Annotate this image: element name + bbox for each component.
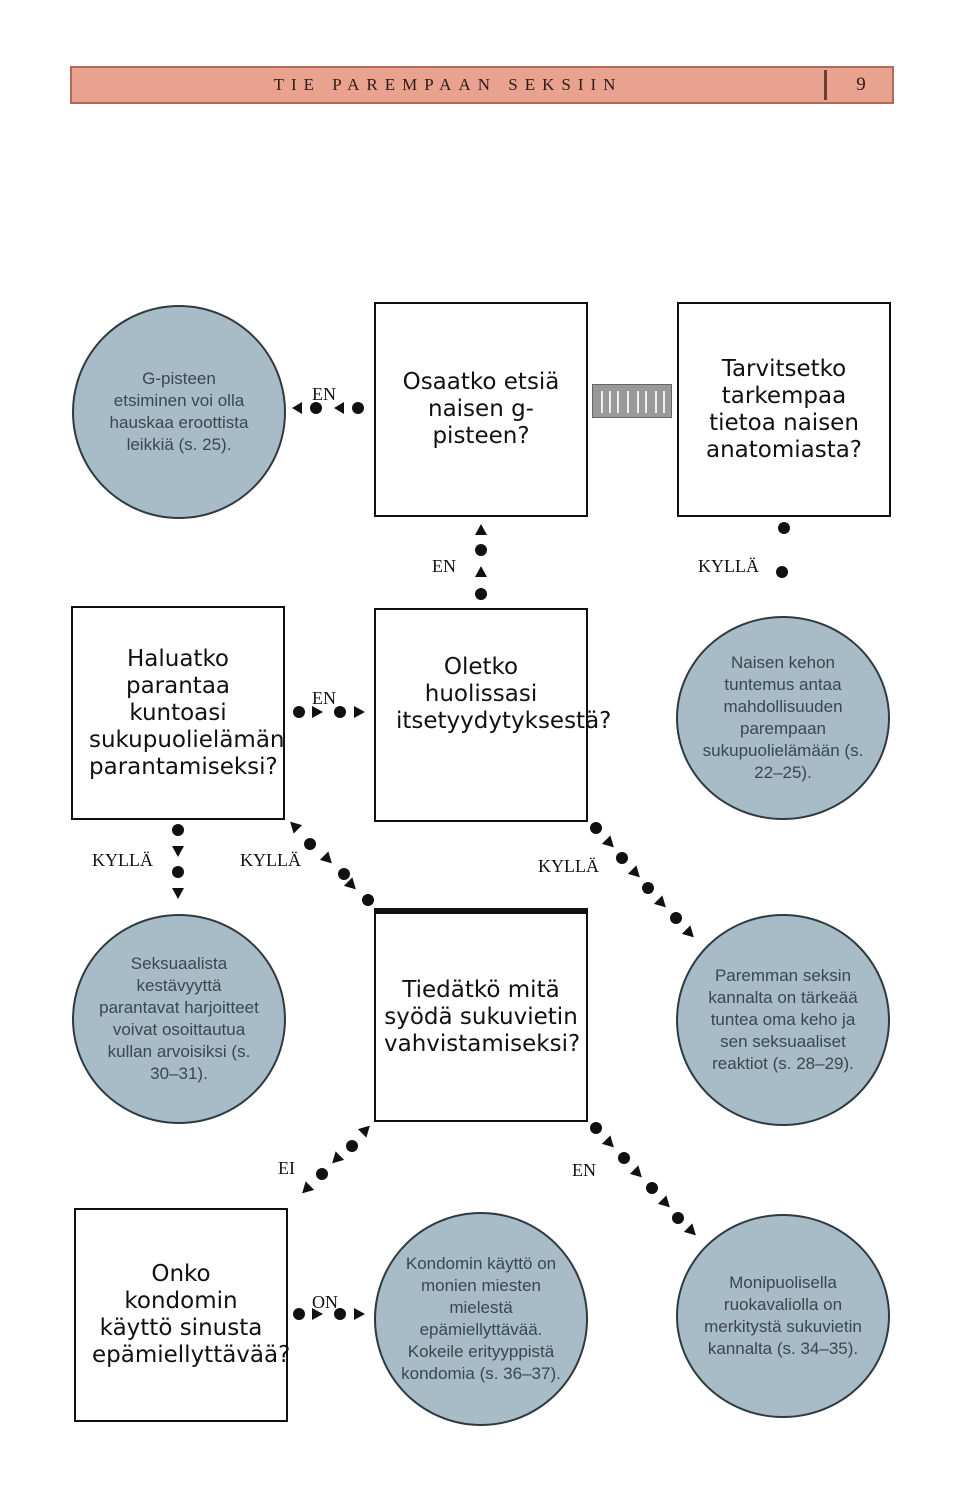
connector-arrow-right	[354, 1308, 365, 1320]
connector-dot	[293, 706, 305, 718]
connector-dot	[334, 1308, 346, 1320]
connector-dot	[338, 868, 350, 880]
connector-dot	[304, 838, 316, 850]
connector-arrow-diagonal	[601, 835, 619, 852]
connector-arrow-up	[475, 524, 487, 535]
question-satisfaction: Oletko huolissasi itsetyydytyksestä?	[374, 608, 612, 822]
connector-arrow-diagonal	[285, 817, 303, 834]
label-en-gspot: EN	[312, 384, 336, 404]
connector-dot	[646, 1182, 658, 1194]
question-anatomy-text: Tarvitsetko tarkempaa tietoa naisen anat…	[705, 355, 863, 463]
connector-dot	[352, 402, 364, 414]
page-header: TIE PAREMPAAN SEKSIIN 9	[70, 66, 894, 104]
info-endurance: Seksuaalista kestävyyttä parantavat harj…	[72, 914, 286, 1124]
connector-dot	[778, 522, 790, 534]
label-kylla-anatomy: KYLLÄ	[698, 556, 759, 576]
connector-dot	[616, 852, 628, 864]
connector-dot	[334, 706, 346, 718]
connector-dot	[172, 824, 184, 836]
label-kylla-mid: KYLLÄ	[240, 850, 301, 870]
connector-dot	[590, 822, 602, 834]
label-kylla-left: KYLLÄ	[92, 850, 153, 870]
header-title: TIE PAREMPAAN SEKSIIN	[273, 75, 623, 94]
label-on-condom: ON	[312, 1292, 338, 1312]
connector-arrow-diagonal	[653, 895, 671, 912]
question-anatomy: Tarvitsetko tarkempaa tietoa naisen anat…	[677, 302, 891, 517]
connector-arrow-up	[475, 566, 487, 577]
info-know-body: Paremman seksin kannalta on tärkeää tunt…	[676, 914, 890, 1126]
connector-arrow-diagonal	[601, 1135, 619, 1152]
page-number: 9	[856, 74, 866, 95]
question-condom-text: Onko kondomin käyttö sinusta epämiellytt…	[92, 1261, 291, 1368]
connector-dot	[310, 402, 322, 414]
connector-dot	[618, 1152, 630, 1164]
connector-arrow-diagonal	[657, 1195, 675, 1212]
info-gspot-text: G-pisteen etsiminen voi olla hauskaa ero…	[109, 369, 249, 454]
connector-arrow-diagonal	[357, 1121, 375, 1138]
connector-arrow-diagonal	[629, 1165, 647, 1182]
connector-dot	[776, 566, 788, 578]
connector-dot	[362, 894, 374, 906]
connector-arrow-diagonal	[343, 877, 361, 894]
label-en-fitness: EN	[312, 688, 336, 708]
connector-dot	[670, 912, 682, 924]
connector-arrow-diagonal	[297, 1181, 315, 1198]
label-ei: EI	[278, 1158, 295, 1178]
connector-dot	[590, 1122, 602, 1134]
connector-arrow-left	[292, 402, 302, 414]
info-diet: Monipuolisella ruokavaliolla on merkitys…	[676, 1214, 890, 1418]
info-gspot: G-pisteen etsiminen voi olla hauskaa ero…	[72, 305, 286, 519]
question-food: Tiedätkö mitä syödä sukuvietin vahvistam…	[374, 908, 588, 1122]
connector-arrow-diagonal	[683, 1223, 701, 1240]
connector-dot	[475, 544, 487, 556]
question-gspot-text: Osaatko etsiä naisen g-pisteen?	[402, 369, 560, 449]
connector-arrow-right	[354, 706, 365, 718]
question-gspot: Osaatko etsiä naisen g-pisteen?	[374, 302, 588, 517]
label-en-food: EN	[572, 1160, 596, 1180]
info-body-text: Naisen kehon tuntemus antaa mahdollisuud…	[702, 653, 864, 782]
question-fitness: Haluatko parantaa kuntoasi sukupuolieläm…	[71, 606, 285, 820]
question-fitness-text: Haluatko parantaa kuntoasi sukupuolieläm…	[89, 645, 285, 780]
connector-arrow-diagonal	[627, 865, 645, 882]
connector-arrow-right	[312, 1308, 323, 1320]
info-know-body-text: Paremman seksin kannalta on tärkeää tunt…	[708, 966, 858, 1073]
info-endurance-text: Seksuaalista kestävyyttä parantavat harj…	[99, 954, 259, 1083]
connector-arrow-left	[334, 402, 344, 414]
label-kylla-right: KYLLÄ	[538, 856, 599, 876]
header-divider	[824, 70, 827, 100]
connector-dot	[172, 866, 184, 878]
connector-arrow-down	[172, 846, 184, 857]
connector-arrow-diagonal	[327, 1151, 345, 1168]
scan-artifact	[592, 384, 672, 418]
connector-dot	[346, 1140, 358, 1152]
info-diet-text: Monipuolisella ruokavaliolla on merkitys…	[704, 1273, 862, 1358]
info-condom-text: Kondomin käyttö on monien miesten mieles…	[401, 1254, 561, 1383]
label-en-up: EN	[432, 556, 456, 576]
connector-dot	[642, 882, 654, 894]
connector-dot	[672, 1212, 684, 1224]
info-condom: Kondomin käyttö on monien miesten mieles…	[374, 1212, 588, 1426]
question-food-text: Tiedätkö mitä syödä sukuvietin vahvistam…	[384, 976, 581, 1057]
connector-arrow-diagonal	[319, 851, 337, 868]
connector-arrow-down	[172, 888, 184, 899]
connector-dot	[293, 1308, 305, 1320]
connector-arrow-diagonal	[681, 925, 699, 942]
info-body: Naisen kehon tuntemus antaa mahdollisuud…	[676, 616, 890, 820]
connector-dot	[475, 588, 487, 600]
connector-arrow-right	[312, 706, 323, 718]
connector-dot	[316, 1168, 328, 1180]
question-condom: Onko kondomin käyttö sinusta epämiellytt…	[74, 1208, 291, 1422]
question-satisfaction-text: Oletko huolissasi itsetyydytyksestä?	[396, 654, 612, 734]
